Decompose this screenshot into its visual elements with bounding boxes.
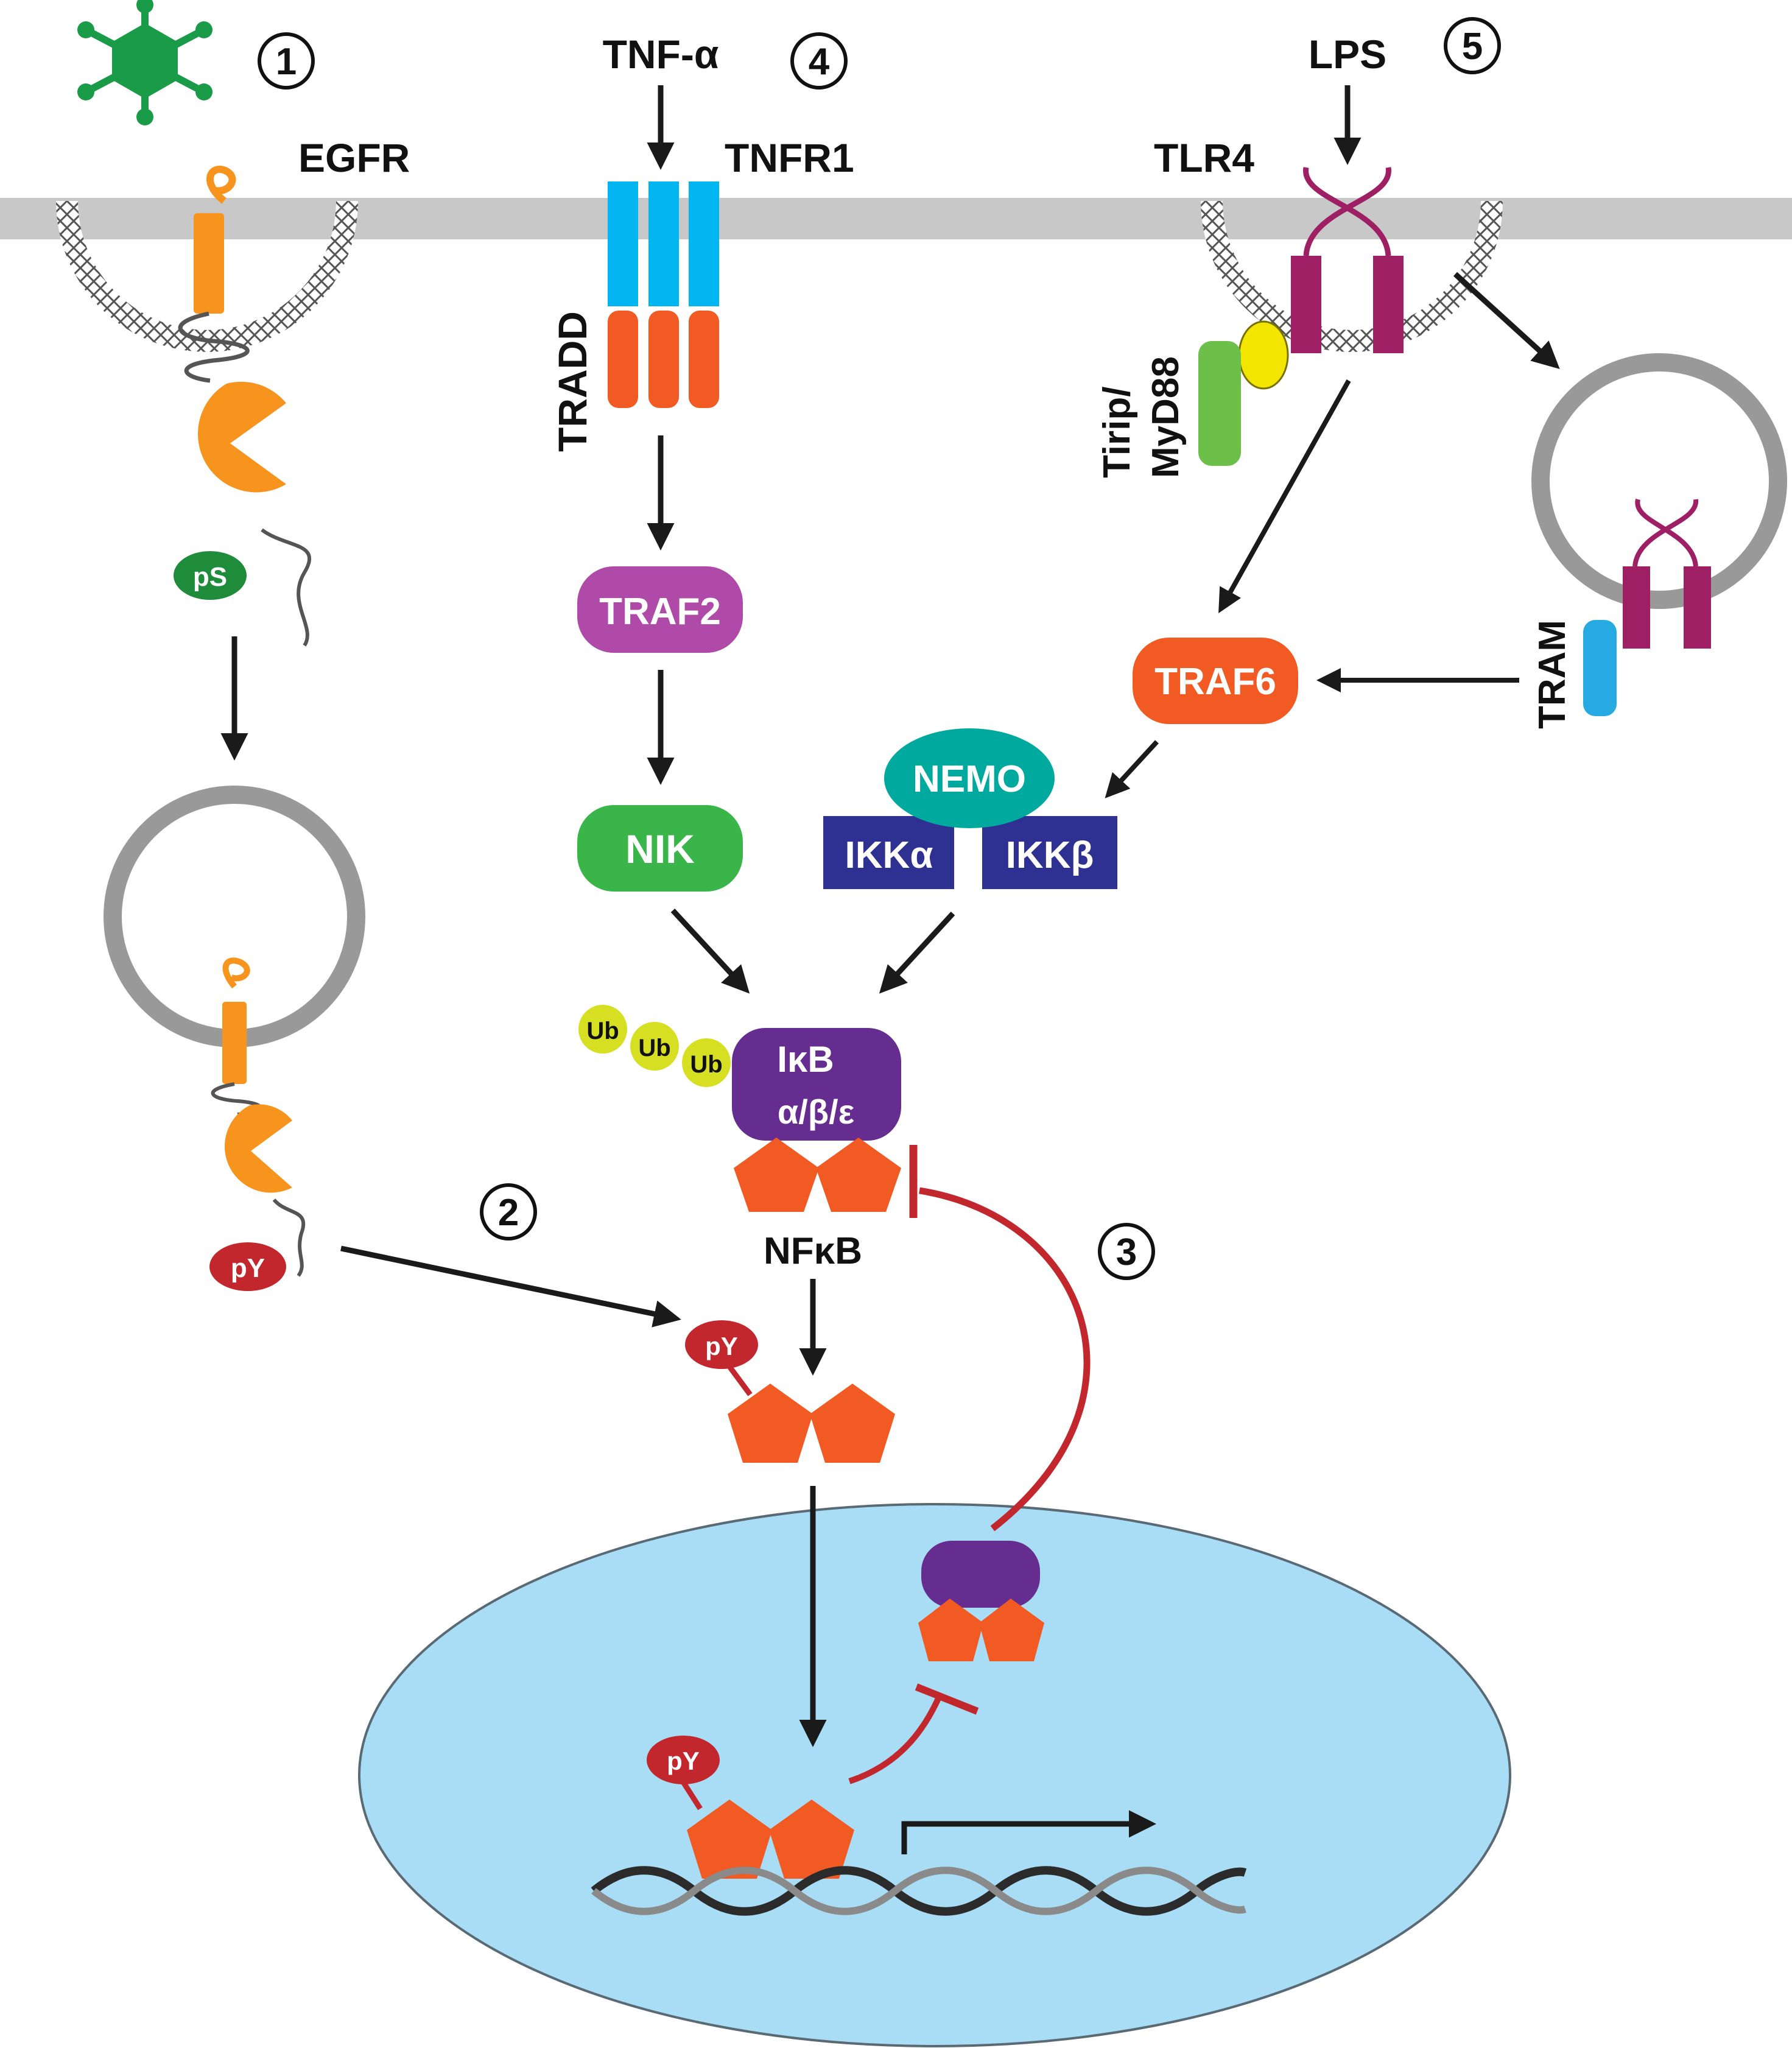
phospho-serine-badge: pS bbox=[174, 551, 247, 600]
tirip-label: Tirip/ bbox=[1096, 387, 1138, 478]
svg-text:Ub: Ub bbox=[586, 1018, 619, 1044]
svg-text:pS: pS bbox=[193, 562, 227, 592]
tradd-adaptor bbox=[608, 311, 719, 408]
svg-text:4: 4 bbox=[809, 41, 830, 83]
tnfr1-receptor bbox=[608, 181, 719, 306]
ikk-beta-box bbox=[982, 816, 1117, 889]
endosome-tlr4 bbox=[1531, 353, 1787, 609]
egfr-kinase-domain bbox=[198, 381, 286, 493]
tlr4-label: TLR4 bbox=[1154, 135, 1254, 180]
svg-text:Ub: Ub bbox=[690, 1051, 722, 1078]
tnfr1-label: TNFR1 bbox=[725, 135, 854, 180]
arrow-tlr4-to-endosome bbox=[1453, 272, 1560, 370]
phospho-tyrosine-badge: pY bbox=[209, 1242, 286, 1291]
ikb-nfkb-complex-nuclear bbox=[918, 1541, 1044, 1661]
step-3-marker: 3 bbox=[1098, 1223, 1155, 1280]
lps-label: LPS bbox=[1309, 32, 1386, 77]
arrow-py-to-nfkb bbox=[340, 1245, 681, 1328]
inhibition-bar-nuclear bbox=[915, 1683, 979, 1715]
internalized-tlr4 bbox=[1623, 499, 1711, 649]
inhibition-ikb-feedback bbox=[919, 1187, 1091, 1532]
traf6-node: TRAF6 bbox=[1133, 638, 1298, 724]
step-1-label: 1 bbox=[276, 41, 297, 83]
phospho-tyr-badge-nfkb: pY bbox=[705, 1332, 738, 1360]
tlr4-receptor bbox=[1291, 167, 1404, 353]
tram-label: TRAM bbox=[1531, 620, 1573, 729]
ikb-node: IκB α/β/ε bbox=[732, 1028, 901, 1141]
svg-text:NIK: NIK bbox=[625, 826, 695, 871]
nfkb-dimer-cytoplasmic bbox=[734, 1138, 901, 1212]
tradd-label: TRADD bbox=[550, 311, 595, 452]
internalized-egfr bbox=[211, 957, 306, 1277]
svg-text:NEMO: NEMO bbox=[913, 758, 1026, 800]
traf2-node: TRAF2 bbox=[577, 566, 743, 653]
step-1-marker: 1 bbox=[258, 32, 315, 90]
myd88-label: MyD88 bbox=[1145, 356, 1187, 478]
step-4-marker: 4 bbox=[790, 32, 848, 90]
svg-text:TRAF2: TRAF2 bbox=[599, 591, 721, 633]
egfr-receptor bbox=[178, 166, 311, 647]
nik-node: NIK bbox=[577, 805, 743, 892]
svg-text:pY: pY bbox=[231, 1253, 265, 1283]
myd88-adaptor bbox=[1198, 341, 1241, 466]
svg-text:5: 5 bbox=[1462, 26, 1483, 68]
svg-text:α/β/ε: α/β/ε bbox=[778, 1093, 854, 1131]
svg-text:3: 3 bbox=[1116, 1231, 1137, 1273]
clathrin-pit-tlr4 bbox=[1201, 200, 1503, 352]
plasma-membrane bbox=[0, 198, 1792, 239]
step-5-marker: 5 bbox=[1444, 17, 1501, 74]
nfkb-label: NFκB bbox=[764, 1230, 862, 1272]
ikk-alpha-box bbox=[823, 816, 954, 889]
step-2-marker: 2 bbox=[480, 1183, 537, 1240]
svg-text:IKKβ: IKKβ bbox=[1006, 834, 1094, 876]
phospho-nfkb-dimer-nuclear: pY bbox=[647, 1736, 854, 1879]
svg-text:IKKα: IKKα bbox=[845, 834, 933, 876]
arrow-ikk-to-ikb bbox=[879, 911, 955, 994]
egfr-label: EGFR bbox=[298, 135, 410, 180]
virus-icon bbox=[77, 0, 213, 125]
tnf-alpha-label: TNF-α bbox=[603, 32, 719, 77]
nemo-node bbox=[884, 728, 1055, 828]
arrow-tlr4-to-traf6 bbox=[1218, 379, 1351, 613]
egfr-kinase-domain-internal bbox=[224, 1104, 292, 1193]
svg-text:TRAF6: TRAF6 bbox=[1154, 661, 1276, 703]
arrow-traf6-to-ikk bbox=[1105, 740, 1159, 798]
tram-adaptor bbox=[1583, 620, 1617, 716]
arrow-nik-to-ikb bbox=[670, 908, 750, 994]
svg-text:Ub: Ub bbox=[638, 1035, 670, 1061]
tirip-adaptor bbox=[1238, 320, 1289, 390]
inhibition-nuclear bbox=[848, 1692, 944, 1784]
dna-icon bbox=[591, 1866, 1247, 1916]
svg-text:IκB: IκB bbox=[777, 1039, 834, 1080]
phospho-nfkb-dimer: pY bbox=[685, 1320, 895, 1463]
ikk-complex: IKKα IKKβ NEMO bbox=[823, 728, 1117, 889]
svg-text:2: 2 bbox=[498, 1192, 519, 1234]
ubiquitin-chain: Ub Ub Ub bbox=[578, 1005, 731, 1087]
transcription-arrow-icon bbox=[901, 1810, 1156, 1854]
phospho-tyr-badge-nuclear: pY bbox=[667, 1747, 700, 1775]
